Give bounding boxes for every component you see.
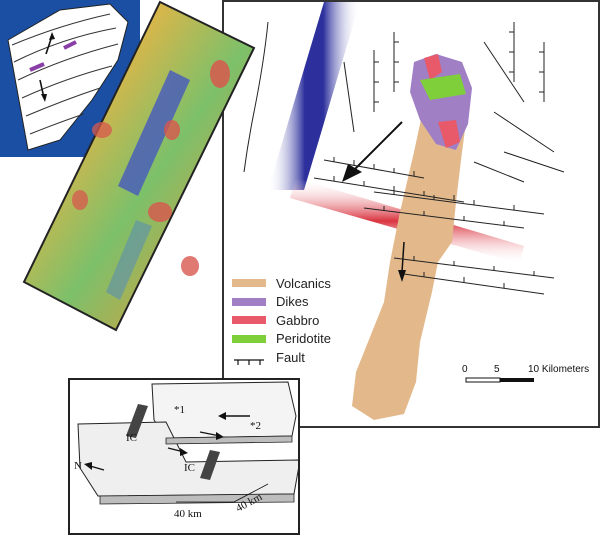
legend-swatch-gabbro bbox=[232, 316, 266, 325]
legend-swatch-dikes bbox=[232, 297, 266, 306]
map-svg bbox=[243, 2, 565, 420]
gabbro-unit-b bbox=[438, 120, 460, 148]
dimension-label-1: 40 km bbox=[174, 508, 202, 520]
scale-tick-10: 10 Kilometers bbox=[528, 364, 590, 375]
legend-label: Fault bbox=[276, 349, 305, 365]
ridge-transform-inset bbox=[0, 0, 140, 157]
legend-label: Peridotite bbox=[276, 331, 331, 347]
gabbro-unit-a bbox=[424, 54, 442, 80]
scale-tick-0: 0 bbox=[462, 364, 468, 375]
spreading-arrow-1 bbox=[342, 164, 362, 182]
fault-ticks bbox=[333, 31, 544, 288]
ridge-axis-band bbox=[268, 2, 360, 190]
legend-fault-symbol bbox=[232, 353, 266, 366]
peridotite-unit bbox=[420, 74, 466, 100]
inside-corner-label-lower: IC bbox=[184, 462, 195, 474]
bathymetry-panel bbox=[20, 0, 256, 332]
geologic-map: Volcanics Dikes Gabbro Peridotite Fault … bbox=[222, 0, 600, 428]
scale-tick-5: 5 bbox=[494, 364, 500, 375]
north-arrow-label: N bbox=[74, 460, 82, 472]
legend-row-gabbro: Gabbro bbox=[232, 311, 331, 330]
block-diagram-svg bbox=[77, 381, 298, 505]
inset-sketch bbox=[7, 3, 129, 151]
legend-label: Dikes bbox=[276, 294, 309, 310]
spreading-arrow-2 bbox=[398, 270, 406, 282]
point-2-label: *2 bbox=[250, 420, 261, 432]
legend-label: Volcanics bbox=[276, 275, 331, 291]
block-diagram: *1 *2 IC IC N 40 km 40 km bbox=[68, 378, 300, 535]
inside-corner-label-upper: IC bbox=[126, 432, 137, 444]
legend-swatch-peridotite bbox=[232, 334, 266, 343]
legend-row-dikes: Dikes bbox=[232, 293, 331, 312]
point-1-label: *1 bbox=[174, 404, 185, 416]
legend-swatch-volcanics bbox=[232, 279, 266, 288]
legend-row-fault: Fault bbox=[232, 348, 331, 367]
legend-row-volcanics: Volcanics bbox=[232, 274, 331, 293]
legend-label: Gabbro bbox=[276, 312, 320, 328]
map-legend: Volcanics Dikes Gabbro Peridotite Fault bbox=[232, 274, 331, 367]
volcanics-unit bbox=[352, 64, 470, 420]
bathymetry-image bbox=[22, 0, 256, 332]
scale-bar: 0 5 10 Kilometers bbox=[462, 364, 598, 394]
legend-row-peridotite: Peridotite bbox=[232, 330, 331, 349]
